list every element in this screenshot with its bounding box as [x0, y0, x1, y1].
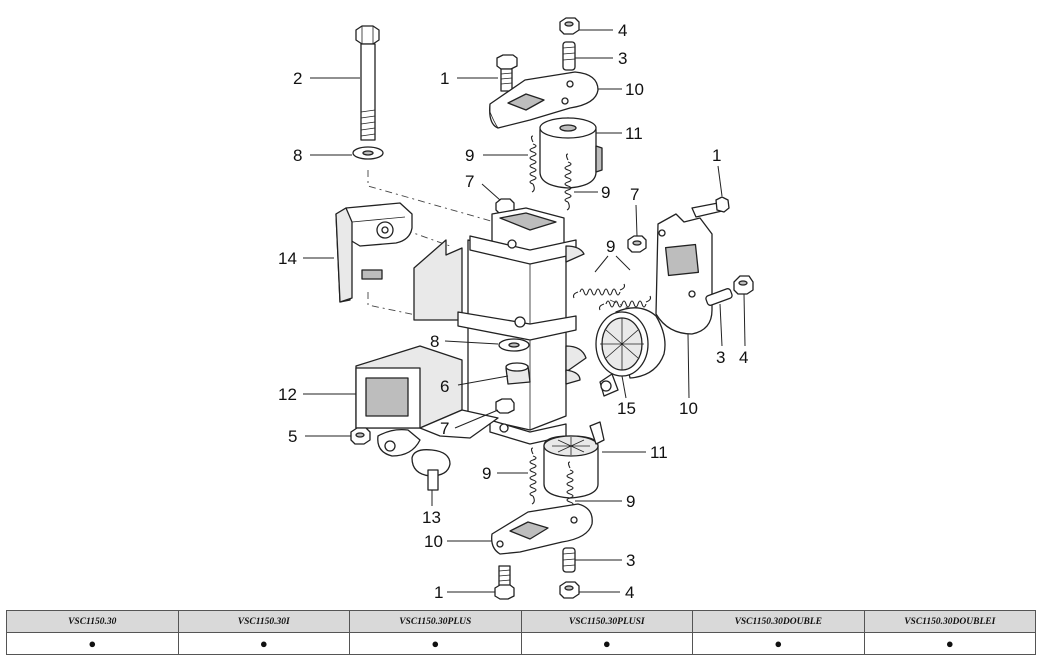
main-frame: [413, 207, 587, 445]
model-compatibility-table: VSC1150.30 VSC1150.30I VSC1150.30PLUS VS…: [6, 610, 1036, 655]
alignment-line: [367, 292, 431, 319]
callout-9: 9: [601, 183, 610, 202]
swivel-plate: [491, 503, 593, 555]
callout-3: 3: [618, 49, 627, 68]
mounting-bracket: [335, 202, 413, 303]
exploded-parts-diagram: 2 8 1 4 3 10 11 9 7 9 1 7 9 14 8 6 3 4 1…: [278, 17, 754, 602]
availability-mark: ●: [177, 632, 350, 655]
swivel-plate: [489, 71, 599, 129]
spring: [529, 135, 537, 193]
availability-mark: ●: [6, 632, 179, 655]
nut: [733, 275, 754, 295]
table-row: ● ● ● ● ● ●: [6, 632, 1036, 655]
callout-4: 4: [625, 583, 634, 602]
spring: [564, 153, 572, 211]
callout-14: 14: [278, 249, 297, 268]
callout-1: 1: [440, 69, 449, 88]
threaded-stud: [562, 41, 576, 71]
callout-9: 9: [465, 146, 474, 165]
knob-bolt: [411, 449, 451, 491]
callout-7: 7: [630, 185, 639, 204]
callout-15: 15: [617, 399, 636, 418]
swivel-plate: [655, 213, 713, 335]
callout-8: 8: [430, 332, 439, 351]
callout-10: 10: [625, 80, 644, 99]
callout-11: 11: [625, 124, 643, 143]
spring: [572, 283, 626, 299]
washer: [498, 338, 530, 352]
threaded-stud: [562, 547, 576, 573]
callout-1: 1: [712, 146, 721, 165]
model-header: VSC1150.30PLUSI: [520, 610, 693, 633]
callout-4: 4: [739, 348, 748, 367]
spring: [529, 447, 537, 505]
short-bolt: [494, 565, 515, 600]
callout-13: 13: [422, 508, 441, 527]
alignment-line: [367, 170, 506, 226]
rubber-bushing: [543, 421, 605, 499]
callout-10: 10: [679, 399, 698, 418]
rubber-bushing: [539, 117, 603, 189]
washer: [352, 146, 384, 160]
callout-8: 8: [293, 146, 302, 165]
rubber-bushing: [595, 307, 666, 397]
callout-10: 10: [424, 532, 443, 551]
lock-nut: [505, 362, 531, 385]
callout-2: 2: [293, 69, 302, 88]
callout-9: 9: [626, 492, 635, 511]
short-bolt: [691, 196, 730, 218]
nut: [495, 398, 515, 414]
callout-6: 6: [440, 377, 449, 396]
callout-3: 3: [626, 551, 635, 570]
model-header: VSC1150.30DOUBLEI: [863, 610, 1036, 633]
callout-3: 3: [716, 348, 725, 367]
nut: [559, 581, 580, 599]
spring: [598, 295, 652, 311]
callout-11: 11: [650, 443, 668, 462]
callout-9: 9: [482, 464, 491, 483]
callout-1: 1: [434, 583, 443, 602]
availability-mark: ●: [349, 632, 522, 655]
model-header: VSC1150.30PLUS: [349, 610, 522, 633]
short-bolt: [496, 54, 518, 92]
callout-12: 12: [278, 385, 297, 404]
threaded-stud: [705, 288, 733, 306]
nut: [627, 235, 647, 253]
nut: [559, 17, 580, 35]
callout-4: 4: [618, 21, 627, 40]
callout-5: 5: [288, 427, 297, 446]
availability-mark: ●: [863, 632, 1036, 655]
callout-7: 7: [465, 172, 474, 191]
leader-lines: [303, 29, 746, 593]
model-header: VSC1150.30: [6, 610, 179, 633]
long-bolt: [355, 25, 380, 141]
table-header-row: VSC1150.30 VSC1150.30I VSC1150.30PLUS VS…: [6, 610, 1036, 633]
model-header: VSC1150.30DOUBLE: [692, 610, 865, 633]
callout-9: 9: [606, 237, 615, 256]
receiver-tube: [355, 345, 499, 457]
availability-mark: ●: [692, 632, 865, 655]
callout-7: 7: [440, 419, 449, 438]
model-header: VSC1150.30I: [177, 610, 350, 633]
availability-mark: ●: [520, 632, 693, 655]
nut: [350, 427, 371, 445]
